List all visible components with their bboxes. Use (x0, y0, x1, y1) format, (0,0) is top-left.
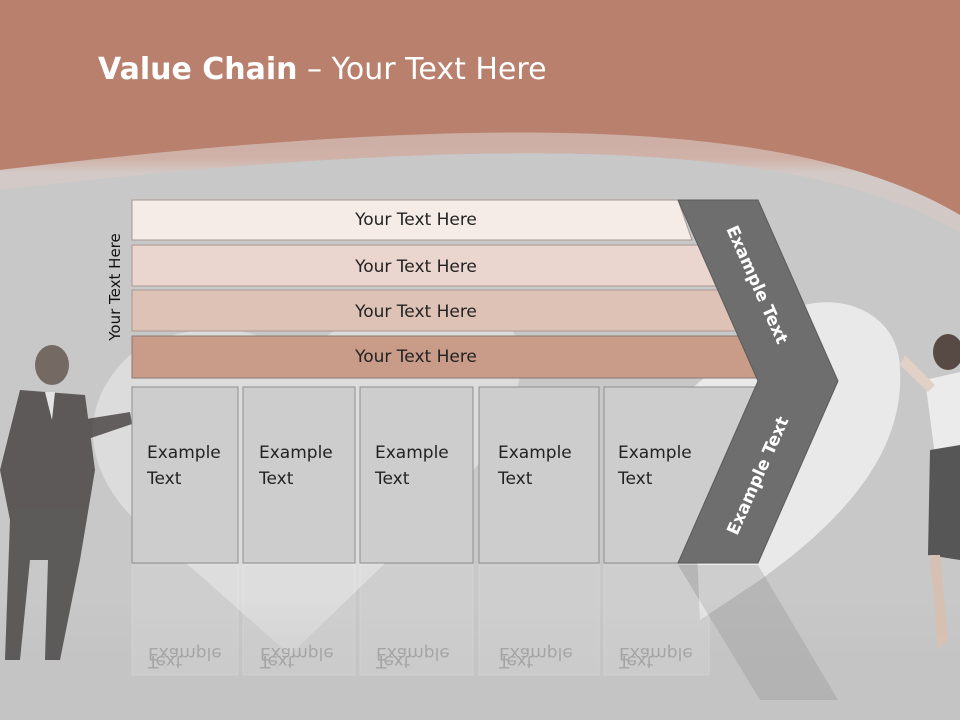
column-2-line2: Text (259, 469, 294, 489)
reflection-text: Example Text Example Text Example Text E… (147, 643, 693, 671)
svg-text:Text: Text (259, 651, 295, 671)
row-label-2: Your Text Here (354, 257, 477, 277)
floor (0, 600, 960, 720)
svg-text:Example: Example (376, 643, 450, 663)
column-3-line2: Text (375, 469, 410, 489)
column-box-2 (242, 386, 356, 564)
row-label-1: Your Text Here (354, 210, 477, 230)
title-bold: Value Chain (98, 52, 298, 87)
slide-title: Value Chain – Your Text Here (98, 52, 547, 87)
column-text-1: Example Text (147, 440, 242, 492)
row-label-4: Your Text Here (354, 347, 477, 367)
svg-text:Example: Example (619, 643, 693, 663)
row-bar-1 (131, 199, 693, 241)
column-box-1 (131, 386, 239, 564)
column-5-line2: Text (618, 469, 653, 489)
column-1-line2: Text (147, 469, 182, 489)
svg-text:Text: Text (375, 651, 411, 671)
svg-text:Text: Text (147, 651, 183, 671)
column-3-line1: Example (375, 443, 449, 463)
header-wave-highlight (0, 132, 960, 232)
reflection (131, 564, 838, 700)
title-rest: – Your Text Here (297, 52, 547, 87)
svg-text:Example: Example (499, 643, 573, 663)
svg-text:Text: Text (498, 651, 534, 671)
column-4-line2: Text (498, 469, 533, 489)
column-2-line1: Example (259, 443, 333, 463)
svg-text:Example: Example (148, 643, 222, 663)
row-label-3: Your Text Here (354, 302, 477, 322)
column-box-4 (478, 386, 600, 564)
column-box-3 (359, 386, 474, 564)
column-text-2: Example Text (259, 440, 354, 492)
column-text-5: Example Text (618, 440, 713, 492)
column-4-line1: Example (498, 443, 572, 463)
header-wave (0, 0, 960, 215)
column-1-line1: Example (147, 443, 221, 463)
man-figure (0, 345, 132, 660)
chevron-arrow (677, 199, 839, 564)
column-text-3: Example Text (375, 440, 470, 492)
svg-text:Example: Example (260, 643, 334, 663)
column-text-4: Example Text (498, 440, 593, 492)
woman-figure (900, 334, 960, 650)
column-5-line1: Example (618, 443, 692, 463)
svg-text:Text: Text (618, 651, 654, 671)
